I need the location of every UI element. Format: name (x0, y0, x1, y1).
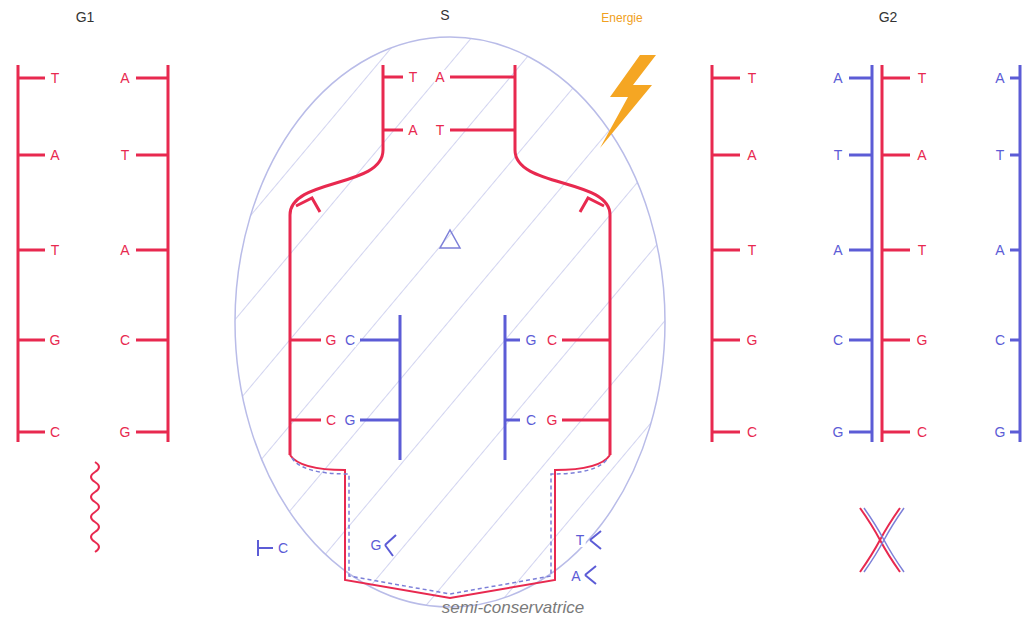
base-letter: T (995, 148, 1006, 162)
base-letter: G (49, 333, 62, 347)
stage-label: S (439, 8, 450, 22)
base-letter: A (119, 243, 130, 257)
dna-strand (712, 65, 740, 442)
base-letter: A (994, 243, 1005, 257)
enzyme-mark (296, 198, 604, 212)
chromosome-symbol (860, 508, 900, 572)
base-letter: A (746, 148, 757, 162)
base-letter: T (917, 71, 928, 85)
energy-label: Energie (600, 12, 643, 24)
base-letter: G (546, 413, 559, 427)
stage-label: G1 (75, 10, 96, 24)
base-letter: G (525, 333, 538, 347)
base-letter: T (50, 243, 61, 257)
base-letter: A (49, 148, 60, 162)
base-letter: T (435, 123, 446, 137)
replication-bubble (235, 37, 665, 607)
base-letter: C (344, 333, 356, 347)
base-letter: G (325, 333, 338, 347)
chromatin-symbol (91, 462, 99, 552)
free-base-letter: T (575, 533, 586, 547)
dna-strand (849, 65, 872, 442)
dna-strand (1010, 65, 1020, 442)
dna-strand (882, 65, 910, 442)
new-strand (360, 315, 520, 460)
base-letter: T (120, 148, 131, 162)
base-letter: G (119, 425, 132, 439)
base-letter: C (832, 333, 844, 347)
base-letter: C (994, 333, 1006, 347)
free-base-letter: A (570, 569, 581, 583)
unwound-dna (290, 455, 610, 598)
base-letter: T (747, 243, 758, 257)
triangle-symbol (440, 230, 460, 248)
base-letter: G (344, 413, 357, 427)
base-letter: A (434, 70, 445, 84)
dna-strand (18, 65, 45, 442)
caption: semi-conservatrice (442, 598, 585, 618)
base-letter: A (832, 71, 843, 85)
free-base-letter: C (277, 541, 289, 555)
base-letter: C (746, 425, 758, 439)
stage-label: G2 (878, 10, 899, 24)
base-letter: C (119, 333, 131, 347)
base-letter: G (994, 425, 1007, 439)
base-letter: C (325, 413, 337, 427)
base-letter: A (407, 123, 418, 137)
base-letter: G (746, 333, 759, 347)
free-base-letter: G (370, 538, 383, 552)
base-letter: G (832, 425, 845, 439)
base-letter: T (408, 70, 419, 84)
base-letter: G (916, 333, 929, 347)
dna-strand (136, 65, 168, 442)
free-nucleotide (258, 531, 601, 584)
base-letter: A (832, 243, 843, 257)
parent-strand (515, 65, 610, 455)
base-letter: T (833, 148, 844, 162)
energy-bolt (600, 55, 656, 148)
base-letter: C (546, 333, 558, 347)
parent-strand (290, 65, 383, 455)
base-letter: T (50, 71, 61, 85)
base-letter: A (916, 148, 927, 162)
base-letter: T (747, 71, 758, 85)
base-letter: T (917, 243, 928, 257)
base-letter: C (49, 425, 61, 439)
base-letter: C (916, 425, 928, 439)
base-letter: C (525, 413, 537, 427)
base-letter: A (994, 71, 1005, 85)
base-letter: A (119, 71, 130, 85)
